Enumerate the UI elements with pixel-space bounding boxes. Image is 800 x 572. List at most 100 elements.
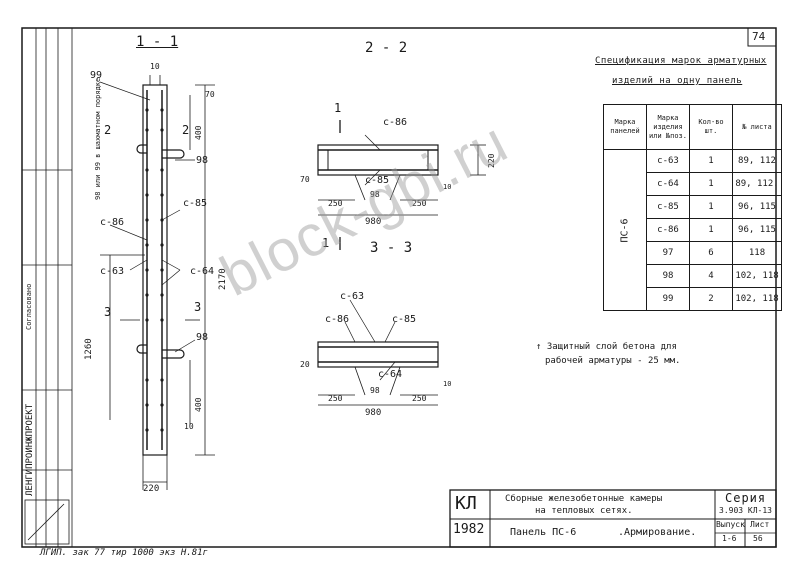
dim-98-s3: 98 — [370, 386, 380, 395]
dim-10-bottom: 10 — [184, 422, 194, 431]
dim-250-left-s3: 250 — [328, 394, 343, 403]
org-name: ЛЕНГИПРОИНЖПРОЕКТ — [25, 403, 35, 496]
spec-qty: 1 — [689, 172, 733, 196]
label-c63-s1: с-63 — [100, 266, 125, 277]
label-c86-s2: с-86 — [383, 117, 408, 128]
spec-sheet: 89, 112 — [732, 149, 782, 173]
spec-header-item: Марка изделия или №поз. — [646, 104, 690, 150]
title-code: КЛ — [455, 493, 477, 514]
spec-header-panel: Марка панелей — [603, 104, 647, 150]
spec-title-1: Спецификация марок арматурных — [595, 56, 767, 66]
label-c63-s3: с-63 — [340, 291, 365, 302]
spec-sheet: 102, 118 — [732, 264, 782, 288]
title-desc-1: Сборные железобетонные камеры — [505, 494, 663, 504]
label-c85-s3: с-85 — [392, 314, 417, 325]
section-1-1-marks — [145, 108, 164, 432]
section-3-3-title: 3 - 3 — [370, 240, 413, 256]
label-c85-s1: с-85 — [183, 198, 208, 209]
spec-sheet: 96, 115 — [732, 195, 782, 219]
cut-mark-3-right: 3 — [194, 300, 202, 314]
page-number: 74 — [752, 30, 766, 43]
table-row: ПС-6 с-63 1 89, 112 — [603, 149, 782, 311]
dim-400-top: 400 — [194, 125, 203, 140]
label-c86-s3: с-86 — [325, 314, 350, 325]
label-c86-s1: с-86 — [100, 217, 125, 228]
spec-sheet: 89, 112. — [732, 172, 782, 196]
spec-mark: с-86 — [646, 218, 690, 242]
spec-qty: 1 — [689, 195, 733, 219]
spec-mark: 98 — [646, 264, 690, 288]
spec-panel-name: ПС-6 — [619, 217, 631, 243]
note-bar-placement: 98 или 99 в шахматном порядке — [94, 77, 102, 200]
spec-panel-cell: ПС-6 — [603, 149, 647, 311]
spec-header-qty: Кол-во шт. — [689, 104, 733, 150]
spec-qty: 4 — [689, 264, 733, 288]
sheet-label: Лист — [750, 520, 770, 529]
spec-sheet: 102, 118 — [732, 287, 782, 311]
spec-mark: с-63 — [646, 149, 690, 173]
spec-mark: с-85 — [646, 195, 690, 219]
page-number-box — [747, 27, 777, 47]
spec-title-2: изделий на одну панель — [612, 76, 743, 86]
dim-400-bottom: 400 — [194, 397, 203, 412]
label-c64-s1: с-64 — [190, 266, 215, 277]
table-row: 97 6 118 — [604, 241, 782, 265]
cut-mark-3-left: 3 — [104, 305, 112, 319]
section-3-3-drawing — [317, 299, 439, 406]
label-98-bottom: 98 — [196, 332, 209, 343]
dim-250-right-s2: 250 — [412, 199, 427, 208]
issue-value: 1-6 — [722, 534, 737, 543]
spec-header-row: Марка панелей Марка изделия или №поз. Ко… — [603, 104, 782, 150]
section-1-1-title: 1 - 1 — [136, 34, 179, 50]
spec-qty: 1 — [689, 149, 733, 173]
note-line-2: рабочей арматуры - 25 мм. — [545, 356, 681, 366]
issue-label: Выпуск — [716, 520, 745, 529]
sheet-value: 56 — [753, 534, 763, 543]
spec-qty: 2 — [689, 287, 733, 311]
dim-70-top: 70 — [205, 90, 215, 99]
series-value: 3.903 КЛ-13 — [719, 506, 772, 515]
cut-mark-1-bottom: 1 — [322, 236, 330, 250]
section-1-1-leaders — [99, 81, 196, 353]
spec-qty: 1 — [689, 218, 733, 242]
dim-70-s2: 70 — [300, 175, 310, 184]
table-row: 99 2 102, 118 — [604, 287, 782, 311]
spec-header-sheet: № листа — [732, 104, 782, 150]
dim-10-s2: 10 — [443, 183, 452, 191]
dim-220-s1: 220 — [143, 484, 160, 494]
title-panel: Панель ПС-6 — [510, 527, 577, 538]
title-block-frame — [449, 489, 777, 548]
spec-table: Марка панелей Марка изделия или №поз. Ко… — [603, 104, 782, 311]
section-2-2-title: 2 - 2 — [365, 40, 408, 56]
dim-20-s3: 20 — [300, 360, 310, 369]
dim-980-s2: 980 — [365, 217, 382, 227]
dim-1260: 1260 — [84, 338, 94, 360]
section-2-2-drawing — [317, 120, 486, 250]
label-99: 99 — [90, 70, 103, 81]
table-row: с-86 1 96, 115 — [604, 218, 782, 242]
label-c64-s3: с-64 — [378, 369, 403, 380]
label-98-top: 98 — [196, 155, 209, 166]
approved-label: Согласовано — [25, 283, 33, 330]
spec-mark: 97 — [646, 241, 690, 265]
title-year: 1982 — [453, 522, 485, 537]
footer-note: ЛГИП. зак 77 тир 1000 экз Н.81г — [40, 548, 208, 558]
left-stamp — [21, 27, 73, 548]
spec-sheet: 96, 115 — [732, 218, 782, 242]
label-c85-s2: с-85 — [365, 175, 390, 186]
spec-qty: 6 — [689, 241, 733, 265]
cut-mark-2-left: 2 — [104, 123, 112, 137]
cut-mark-2-right: 2 — [182, 123, 190, 137]
spec-mark: 99 — [646, 287, 690, 311]
title-panel-sub: .Армирование. — [618, 527, 697, 538]
dim-98-s2: 98 — [370, 190, 380, 199]
series-label: Серия — [725, 491, 767, 505]
dim-980-s3: 980 — [365, 408, 382, 418]
spec-sheet: 118 — [732, 241, 782, 265]
cut-mark-1-top: 1 — [334, 101, 342, 115]
title-desc-2: на тепловых сетях. — [535, 506, 633, 516]
dim-10-top: 10 — [150, 62, 160, 71]
note-line-1: ↑ Защитный слой бетона для — [536, 342, 677, 352]
spec-mark: с-64 — [646, 172, 690, 196]
